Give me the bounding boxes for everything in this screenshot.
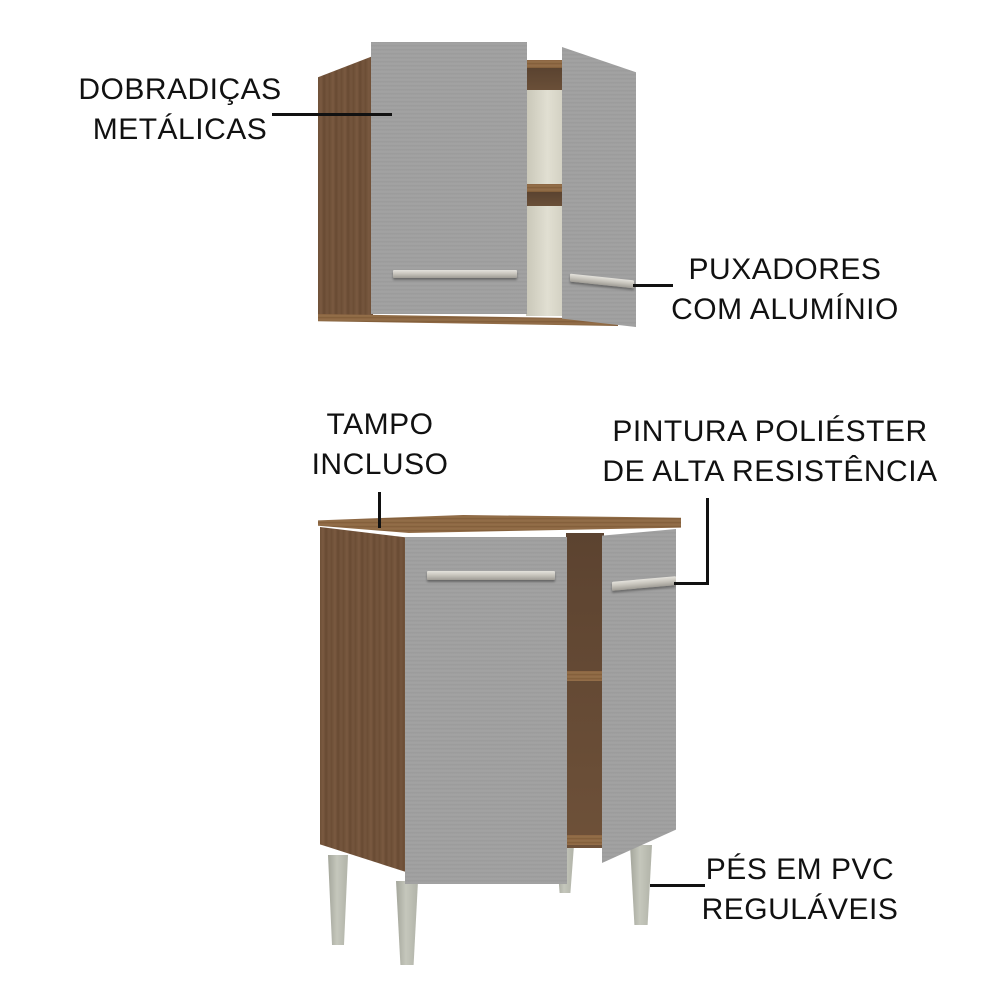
leg-front-right — [630, 845, 652, 925]
annotation-hinges-line1: DOBRADIÇAS — [78, 73, 282, 106]
upper-cabinet-side-panel — [318, 56, 373, 321]
lower-cabinet-interior — [566, 533, 604, 848]
upper-cabinet-shelf-shadow — [526, 192, 562, 206]
lower-left-door — [405, 537, 567, 884]
lower-cabinet-side-panel — [320, 527, 406, 872]
lower-cabinet-shelf — [566, 671, 604, 681]
leader-line-feet — [650, 884, 705, 887]
annotation-paint: PINTURA POLIÉSTER DE ALTA RESISTÊNCIA — [600, 412, 940, 492]
upper-cabinet-shelf-shadow-top — [526, 68, 562, 90]
lower-cabinet-base — [566, 835, 604, 845]
leader-line-handles — [633, 284, 673, 287]
upper-right-door-handle — [570, 273, 634, 289]
countertop — [318, 515, 681, 533]
annotation-handles: PUXADORES COM ALUMÍNIO — [655, 250, 915, 330]
annotation-hinges: DOBRADIÇAS METÁLICAS — [60, 70, 300, 150]
leg-front-left — [396, 881, 418, 965]
leg-back-left — [328, 855, 348, 945]
upper-cabinet-shelf — [526, 184, 562, 192]
annotation-top: TAMPO INCLUSO — [300, 405, 460, 485]
upper-left-door — [371, 42, 527, 314]
lower-right-door-handle — [612, 576, 676, 591]
annotation-feet: PÉS EM PVC REGULÁVEIS — [690, 850, 910, 930]
annotation-feet-line2: REGULÁVEIS — [701, 893, 899, 926]
leader-line-hinges — [272, 113, 392, 116]
annotation-handles-line1: PUXADORES — [688, 253, 882, 286]
upper-left-door-handle — [393, 270, 517, 278]
annotation-top-line1: TAMPO — [326, 408, 434, 441]
upper-right-door — [562, 47, 636, 327]
upper-cabinet — [318, 42, 638, 332]
annotation-hinges-line2: METÁLICAS — [92, 113, 268, 146]
upper-cabinet-top-panel — [526, 60, 562, 68]
annotation-handles-line2: COM ALUMÍNIO — [671, 293, 899, 326]
annotation-top-line2: INCLUSO — [311, 448, 449, 481]
leader-line-paint-vertical — [706, 498, 709, 584]
lower-cabinet — [318, 515, 683, 970]
annotation-feet-line1: PÉS EM PVC — [705, 853, 895, 886]
lower-right-door — [602, 529, 676, 863]
annotation-paint-line1: PINTURA POLIÉSTER — [612, 415, 928, 448]
lower-left-door-handle — [427, 571, 555, 580]
annotation-paint-line2: DE ALTA RESISTÊNCIA — [602, 455, 938, 488]
leader-line-paint-horizontal — [674, 582, 709, 585]
leader-line-top — [378, 492, 381, 528]
